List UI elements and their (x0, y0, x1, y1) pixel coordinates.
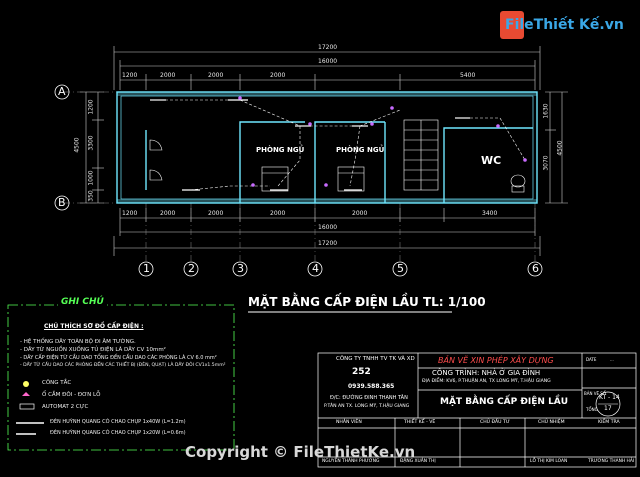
tb-location: ĐỊA ĐIỂM: KV6, P.THUẬN AN, TX LONG MỸ, T… (422, 379, 551, 384)
left-dim-3: 3300 (87, 135, 95, 151)
tb-row-investor: CHỦ ĐẦU TƯ (480, 420, 510, 425)
tb-project: CÔNG TRÌNH: NHÀ Ở GIA ĐÌNH (432, 369, 541, 377)
bottom-dimensions (113, 208, 541, 256)
stair (403, 119, 439, 191)
tb-drawing-set: BẢN VẼ XIN PHÉP XÂY DỰNG (438, 356, 554, 365)
light-fixtures (150, 99, 470, 191)
sockets-switches (238, 96, 527, 187)
right-dim-1: 1630 (542, 103, 550, 119)
watermark-brand: FileThiết Kế.vn (505, 17, 624, 33)
axis-label-1: 1 (143, 262, 150, 275)
left-dim-2: 1200 (87, 99, 95, 115)
tb-row-check: KIỂM TRA (598, 420, 620, 425)
notes-subheading: CHÚ THÍCH SƠ ĐỒ CẤP ĐIỆN : (44, 323, 144, 330)
notes-heading: GHI CHÚ (58, 298, 107, 307)
tb-row-chief: CHỦ NHIỆM (538, 420, 565, 425)
top-seg-1: 1200 (122, 72, 138, 79)
top-seg-5: 5400 (460, 72, 476, 79)
title-block-frame (317, 352, 637, 468)
tb-side-sheetno: BẢN VẼ SỐ (584, 391, 606, 396)
overall-dim-bottom: 17200 (318, 240, 338, 247)
axis-label-2: 2 (188, 262, 195, 275)
axis-label-5: 5 (397, 262, 404, 275)
wall-fill (117, 92, 537, 203)
inner-dim-bottom: 16000 (318, 224, 338, 231)
right-dim-2: 3070 (542, 155, 550, 171)
tb-sheet-no: KT - 14 (599, 394, 620, 401)
tb-signer-4: TRƯƠNG THANH HẢI (588, 459, 635, 464)
legend-symbols (16, 381, 44, 435)
tb-address-2: P.TÂN AN TX. LONG MỸ, T.HẬU GIANG (324, 404, 410, 409)
tb-address-1: Đ/C: ĐƯỜNG ĐINH THẠNH TÂN (330, 395, 408, 401)
note-line-4: - DÂY TỪ CẦU DAO CÁC PHÒNG ĐẾN CÁC THIẾT… (20, 363, 226, 368)
bottom-seg-3: 2000 (208, 210, 224, 217)
watermark-logo-icon (500, 11, 524, 39)
axis-grid (64, 91, 536, 262)
right-dim-3: 4500 (556, 140, 564, 156)
axis-bubbles (54, 84, 543, 277)
tb-side-date: DATE (586, 357, 597, 362)
legend-automat: AUTOMAT 2 CỰC (42, 404, 89, 410)
notes-frame (7, 304, 235, 451)
bottom-seg-1: 1200 (122, 210, 138, 217)
tb-side-dots: ... (610, 357, 614, 362)
bottom-seg-2: 2000 (160, 210, 176, 217)
watermark-copyright: Copyright © FileThietKe.vn (185, 443, 416, 461)
top-dimensions (113, 46, 541, 90)
room-label-bedroom-2: PHÒNG NGỦ (336, 146, 385, 154)
tb-row-designer: THIẾT KẾ - VẼ (404, 420, 436, 425)
tb-company: CÔNG TY TNHH TV TK VÀ XD (336, 356, 415, 362)
axis-label-a: A (58, 85, 66, 98)
drawing-title: MẶT BẰNG CẤP ĐIỆN LẦU TL: 1/100 (248, 295, 486, 309)
axis-label-3: 3 (237, 262, 244, 275)
tb-signer-1: NGUYỄN THÀNH PHƯƠNG (322, 459, 380, 464)
left-dim-4: 1000 (87, 170, 95, 186)
axis-label-4: 4 (312, 262, 319, 275)
legend-light-short: ĐÈN HUỲNH QUANG CÓ CHAO CHỤP 1x20W (L=0.… (50, 430, 186, 436)
bottom-seg-5: 2000 (352, 210, 368, 217)
side-dimensions (80, 91, 568, 204)
left-dim-1: 4500 (73, 137, 81, 153)
top-seg-3: 2000 (208, 72, 224, 79)
top-seg-4: 2000 (270, 72, 286, 79)
tb-signer-2: ĐẶNG XUÂN THỊ (400, 459, 436, 464)
inner-dim-top: 16000 (318, 58, 338, 65)
legend-switch: CÔNG TẮC (42, 380, 72, 386)
tb-side-total: TỔNG (586, 407, 598, 412)
axis-label-b: B (58, 196, 66, 209)
tb-company-no: 252 (352, 367, 371, 377)
building-walls (116, 91, 538, 204)
left-dim-5: 350 (87, 190, 95, 202)
furniture (149, 139, 526, 193)
room-label-bedroom-1: PHÒNG NGỦ (256, 146, 305, 154)
top-seg-2: 2000 (160, 72, 176, 79)
tb-signer-3: LỖ THỊ KIM LOAN (530, 459, 568, 464)
legend-light-long: ĐÈN HUỲNH QUANG CÓ CHAO CHỤP 1x40W (L=1.… (50, 419, 186, 425)
tb-sheet-title: MẶT BẰNG CẤP ĐIỆN LẦU (440, 397, 569, 407)
tb-row-staff: NHÂN VIÊN (336, 420, 362, 425)
note-line-2: - DÂY TỪ NGUỒN XUỐNG TỦ ĐIỆN LÀ DÂY CV 1… (20, 347, 166, 353)
sheet-number-circle (595, 391, 621, 417)
overall-dim-top: 17200 (318, 44, 338, 51)
note-line-3: - DÂY CẤP ĐIỆN TỪ CẦU DAO TỔNG ĐẾN CẦU D… (20, 355, 217, 361)
room-label-wc: WC (481, 154, 502, 167)
tb-sheet-total: 17 (604, 405, 612, 412)
tb-phone: 0939.588.365 (348, 383, 395, 390)
note-line-1: - HỆ THỐNG DÂY TOÀN BỘ ĐI ÂM TƯỜNG. (20, 339, 136, 345)
wiring (150, 99, 526, 191)
bottom-seg-4: 2000 (270, 210, 286, 217)
axis-label-6: 6 (532, 262, 539, 275)
legend-socket: Ổ CẮM ĐÔI - ĐƠN LỖ (42, 392, 101, 398)
bottom-seg-6: 3400 (482, 210, 498, 217)
